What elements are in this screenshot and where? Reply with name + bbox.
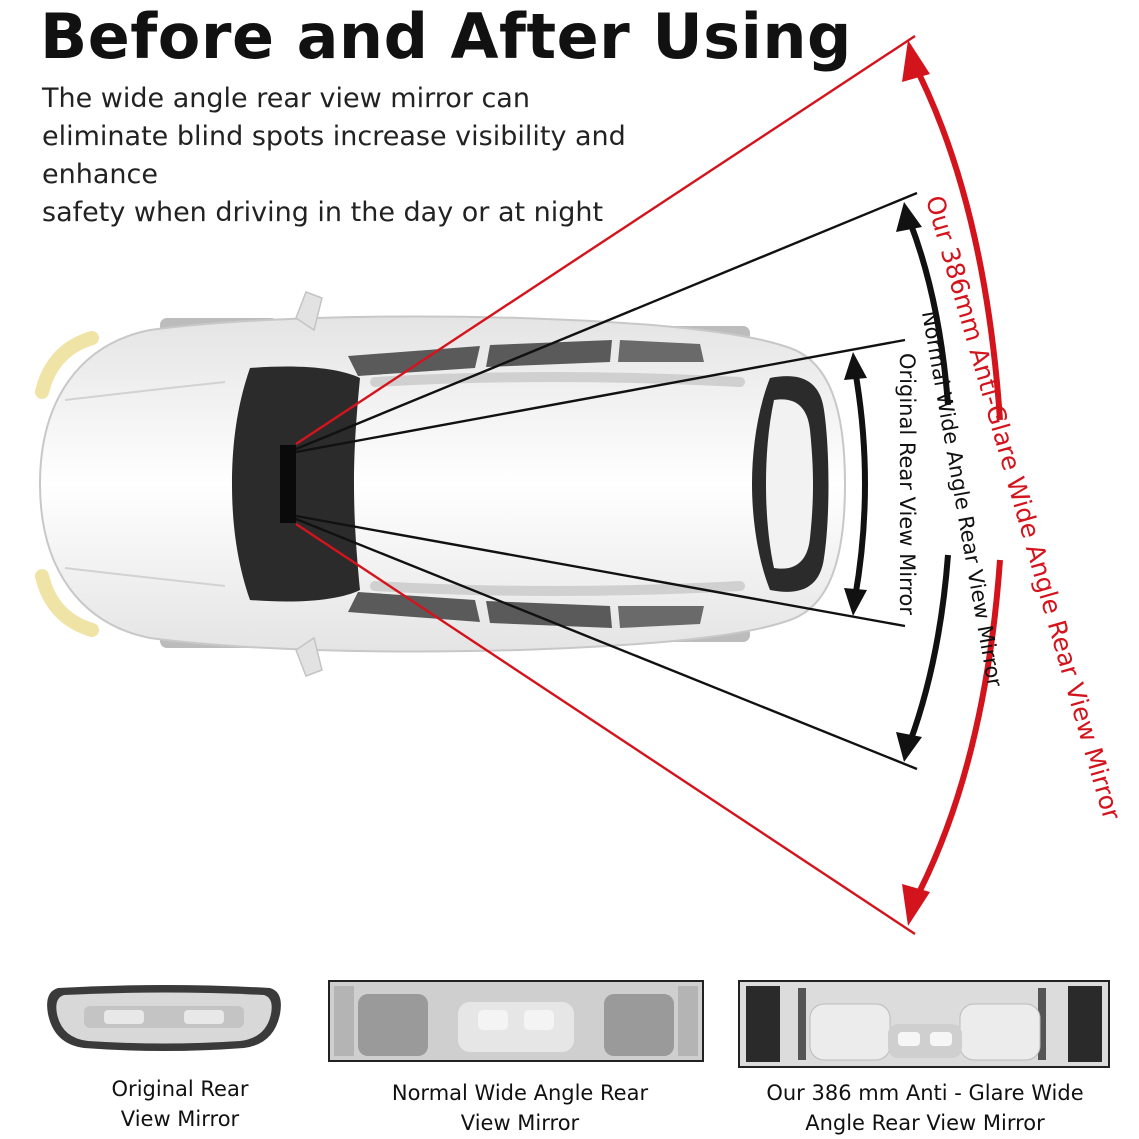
car-top-view xyxy=(35,291,847,677)
fov-normal-wide xyxy=(295,191,918,771)
subtitle-line: safety when driving in the day or at nig… xyxy=(42,197,604,228)
subtitle: The wide angle rear view mirror can elim… xyxy=(42,80,742,232)
caption-line: Original Rear xyxy=(111,1077,249,1101)
arc-normal xyxy=(896,202,951,762)
rear-view-mirror xyxy=(280,445,296,523)
mirror-normal-wide-thumbnail xyxy=(328,980,704,1062)
caption-our-mirror: Our 386 mm Anti - Glare Wide Angle Rear … xyxy=(730,1078,1120,1138)
caption-line: View Mirror xyxy=(460,1111,580,1135)
subtitle-line: eliminate blind spots increase visibilit… xyxy=(42,121,626,190)
arc-ours xyxy=(902,40,1003,926)
mirror-original-thumbnail xyxy=(47,985,281,1051)
fov-original xyxy=(295,338,906,628)
caption-original-mirror: Original Rear View Mirror xyxy=(60,1074,300,1134)
caption-line: Our 386 mm Anti - Glare Wide xyxy=(766,1081,1084,1105)
field-of-view-diagram: Original Rear View Mirror Normal Wide An… xyxy=(35,34,1127,936)
subtitle-line: The wide angle rear view mirror can xyxy=(42,83,530,114)
label-our-mirror: Our 386mm Anti-Glare Wide Angle Rear Vie… xyxy=(920,192,1127,824)
caption-line: Angle Rear View Mirror xyxy=(805,1111,1045,1135)
page-title: Before and After Using xyxy=(40,0,852,73)
arc-original xyxy=(844,352,868,616)
caption-line: Normal Wide Angle Rear xyxy=(391,1081,649,1105)
caption-normal-mirror: Normal Wide Angle Rear View Mirror xyxy=(340,1078,700,1138)
caption-line: View Mirror xyxy=(120,1107,240,1131)
fov-ours xyxy=(295,34,916,936)
mirror-ours-thumbnail xyxy=(738,980,1110,1068)
label-original-mirror: Original Rear View Mirror xyxy=(895,353,919,615)
